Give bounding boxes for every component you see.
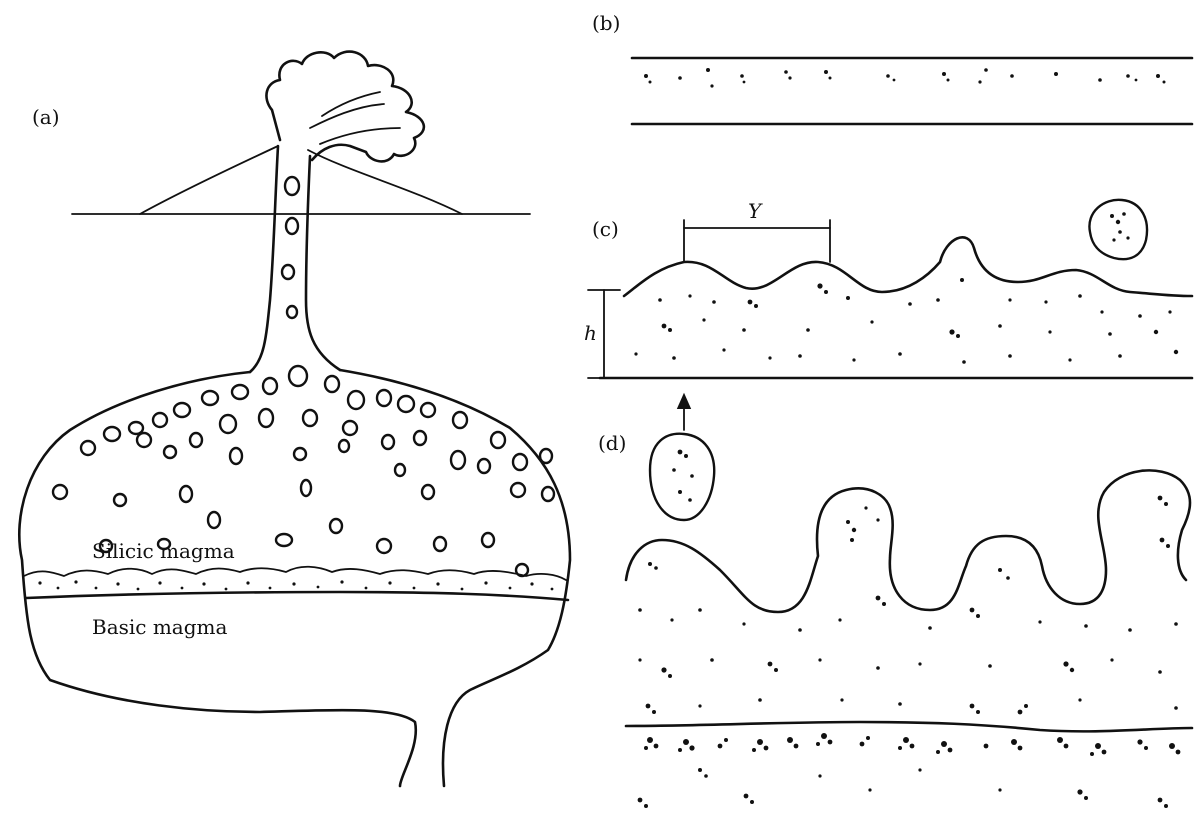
layer-d-speckles bbox=[638, 596, 1178, 715]
panel-d-label: (d) bbox=[598, 431, 626, 455]
panel-b: (b) bbox=[592, 11, 1192, 124]
lower-interface bbox=[626, 722, 1192, 731]
rising-diapir-c bbox=[1089, 200, 1147, 259]
volcano-cone bbox=[140, 146, 462, 214]
layer-c-speckles bbox=[634, 278, 1178, 364]
plume-streaks bbox=[310, 92, 400, 144]
panel-b-label: (b) bbox=[592, 11, 620, 35]
panel-c-label: (c) bbox=[592, 217, 619, 241]
silicic-magma-label: Silicic magma bbox=[92, 539, 235, 563]
panel-a: (a) bbox=[19, 52, 570, 786]
panel-c: (c) Y h bbox=[584, 199, 1192, 430]
interface-speckles bbox=[38, 580, 553, 590]
magma-chamber-outline bbox=[19, 370, 570, 786]
basic-magma-label: Basic magma bbox=[92, 615, 227, 639]
layer-particles bbox=[644, 68, 1166, 88]
panel-a-label: (a) bbox=[32, 105, 60, 129]
panel-d: (d) bbox=[598, 431, 1192, 808]
wavelength-label: Y bbox=[748, 199, 763, 223]
eruption-plume bbox=[266, 52, 423, 162]
diapir-speckles bbox=[648, 496, 1170, 580]
interface-upper-boundary bbox=[24, 567, 566, 580]
interface-lower-boundary bbox=[26, 592, 568, 600]
conduit-crystals bbox=[282, 177, 307, 386]
thickness-label: h bbox=[584, 321, 597, 345]
rising-diapir-d bbox=[650, 434, 714, 520]
cumulate-clusters bbox=[638, 733, 1181, 808]
